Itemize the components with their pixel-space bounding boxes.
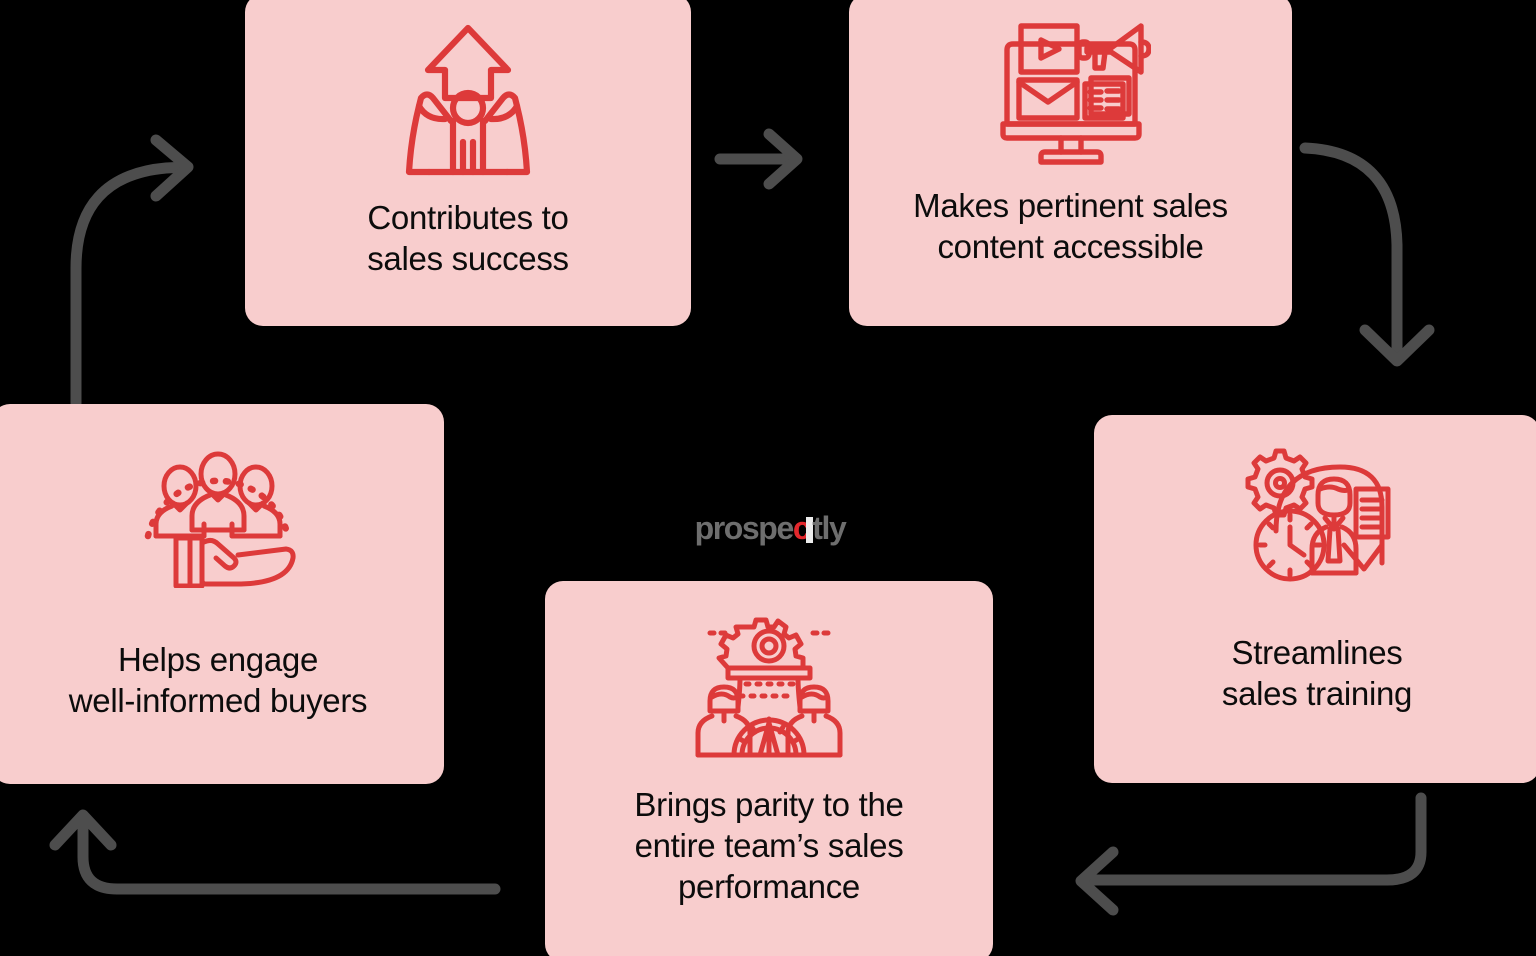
- logo-accent-letter: c: [792, 510, 811, 546]
- card-helps-engage-well-informed-buyers[interactable]: Helps engage well-informed buyers: [0, 404, 444, 784]
- arrow-straight-right-icon: [714, 128, 803, 190]
- card-label: Contributes to sales success: [367, 199, 569, 277]
- gear-team-gauge-icon: [694, 611, 844, 761]
- logo-text-after: tly: [812, 510, 847, 546]
- hand-holding-people-icon: [138, 438, 298, 588]
- card-label: Streamlines sales training: [1221, 634, 1413, 712]
- card-streamlines-sales-training[interactable]: Streamlines sales training: [1094, 415, 1536, 783]
- arrow-curving-right-down-icon: [1299, 142, 1435, 367]
- arrow-curving-down-left-icon: [1075, 792, 1427, 916]
- arrow-left-curving-up-right-icon: [70, 134, 194, 409]
- monitor-megaphone-content-icon: [991, 20, 1151, 168]
- card-brings-parity-to-team-sales-performance[interactable]: Brings parity to the entire team’s sales…: [545, 581, 993, 956]
- card-label: Brings parity to the entire team’s sales…: [634, 786, 904, 905]
- card-label: Makes pertinent sales content accessible: [913, 187, 1228, 265]
- card-contributes-to-sales-success[interactable]: Contributes to sales success: [245, 0, 691, 326]
- person-raising-arms-with-up-arrow-icon: [405, 20, 531, 180]
- arrow-curving-left-up-icon: [49, 809, 501, 895]
- prospectly-logo: prospectly: [683, 508, 857, 548]
- logo-text: prospectly: [694, 510, 847, 546]
- logo-text-before: prospe: [694, 510, 795, 546]
- card-makes-pertinent-sales-content-accessible[interactable]: Makes pertinent sales content accessible: [849, 0, 1292, 326]
- card-label: Helps engage well-informed buyers: [68, 641, 368, 719]
- gear-clock-trainee-icon: [1242, 445, 1392, 593]
- logo-divider: [806, 517, 814, 543]
